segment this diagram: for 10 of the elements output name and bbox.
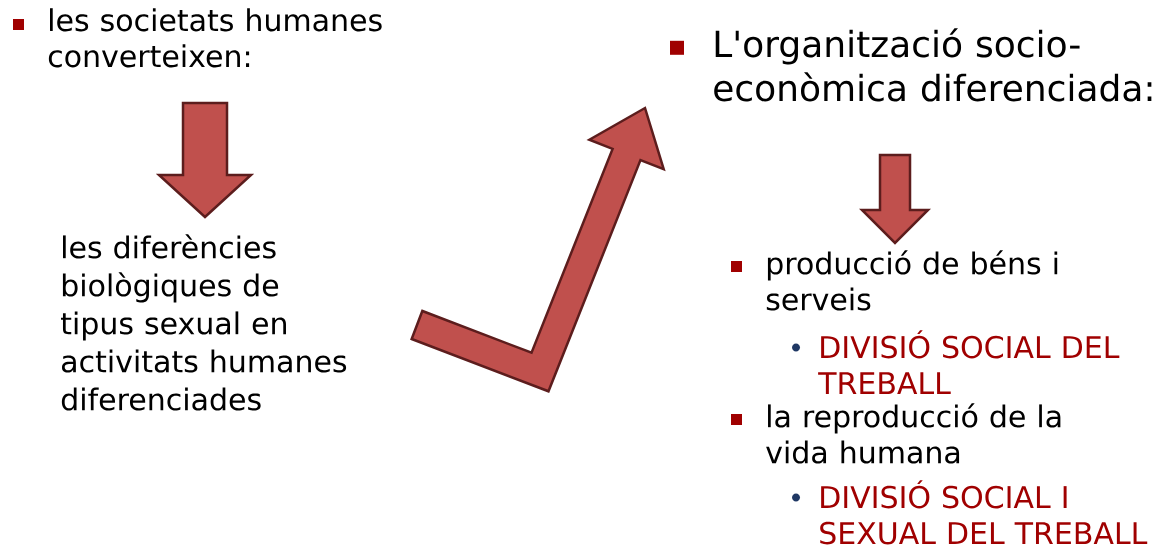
bullet-text: producció de béns i serveis (766, 250, 1058, 311)
bullet-text: les societats humanes converteixen: (48, 8, 382, 68)
bullet-text: la reproducció de la vida humana (766, 403, 1061, 464)
bullet-text: DIVISIÓ SOCIAL I SEXUAL DEL TREBALL (820, 480, 1148, 545)
bullet-text: DIVISIÓ SOCIAL DEL TREBALL (818, 330, 1120, 394)
bullet-text: les diferències biològiques de tipus sexual en activitats humanes diferenciades (61, 234, 347, 411)
block-arrow (155, 101, 255, 219)
block-arrow (859, 153, 932, 245)
bullet-text: L'organització socio-econòmica diferenciada: (714, 28, 1152, 102)
block-arrow (410, 106, 666, 393)
